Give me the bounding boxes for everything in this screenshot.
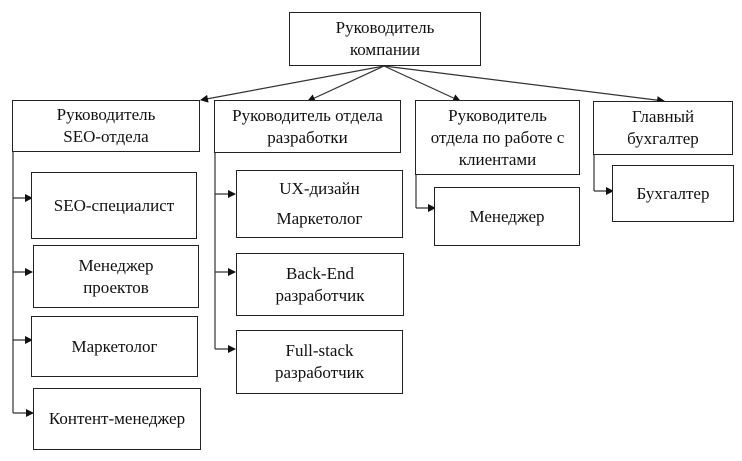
node-accountant: Бухгалтер (612, 165, 734, 222)
node-seo-head: Руководитель SEO-отдела (12, 100, 200, 152)
node-fullstack-developer: Full-stack разработчик (236, 330, 403, 394)
node-label: разработки (267, 127, 348, 147)
node-label: Руководитель (335, 18, 435, 37)
node-dev-head: Руководитель отдела разработки (214, 100, 401, 153)
node-label: Менеджер (78, 255, 154, 275)
node-label: Маркетолог (71, 336, 158, 356)
node-label: Full-stack (285, 341, 354, 360)
node-accounting-head: Главный бухгалтер (593, 101, 733, 155)
node-content-manager: Контент-менеджер (33, 388, 201, 450)
node-label: разработчик (275, 285, 365, 305)
node-label: разработчик (274, 363, 365, 382)
node-label: Главный (631, 107, 695, 126)
node-label: SEO-специалист (53, 195, 175, 215)
node-label: клиентами (458, 149, 537, 169)
node-label: SEO-отдела (63, 127, 149, 146)
node-label: Контент-менеджер (48, 409, 186, 428)
connector-root-clients (383, 65, 461, 102)
node-manager-clients: Менеджер (434, 187, 580, 246)
node-marketer-seo: Маркетолог (31, 316, 198, 377)
node-label: Бухгалтер (636, 183, 710, 203)
node-label: Back-End (286, 263, 354, 283)
node-label: Менеджер (469, 206, 545, 226)
node-clients-head: Руководитель отдела по работе с клиентам… (415, 100, 580, 175)
connector-root-seo (200, 65, 385, 103)
node-label: UX-дизайн (279, 179, 360, 198)
node-company-head: Руководитель компании (289, 12, 481, 66)
node-label: Руководитель (448, 105, 547, 125)
node-label: компании (349, 40, 421, 59)
connector-root-dev (307, 65, 385, 102)
node-backend-developer: Back-End разработчик (236, 253, 404, 316)
node-label: проектов (83, 277, 149, 297)
node-seo-specialist: SEO-специалист (31, 172, 197, 239)
node-label: Маркетолог (276, 209, 363, 228)
node-label: отдела по работе с (430, 127, 565, 147)
node-label: Руководитель (56, 105, 156, 124)
node-project-manager: Менеджер проектов (33, 245, 199, 308)
node-label: бухгалтер (627, 129, 699, 148)
connector-root-accounting (383, 65, 665, 105)
node-label: Руководитель отдела (232, 105, 383, 125)
node-ux-design-marketer: UX-дизайн Маркетолог (236, 170, 403, 238)
